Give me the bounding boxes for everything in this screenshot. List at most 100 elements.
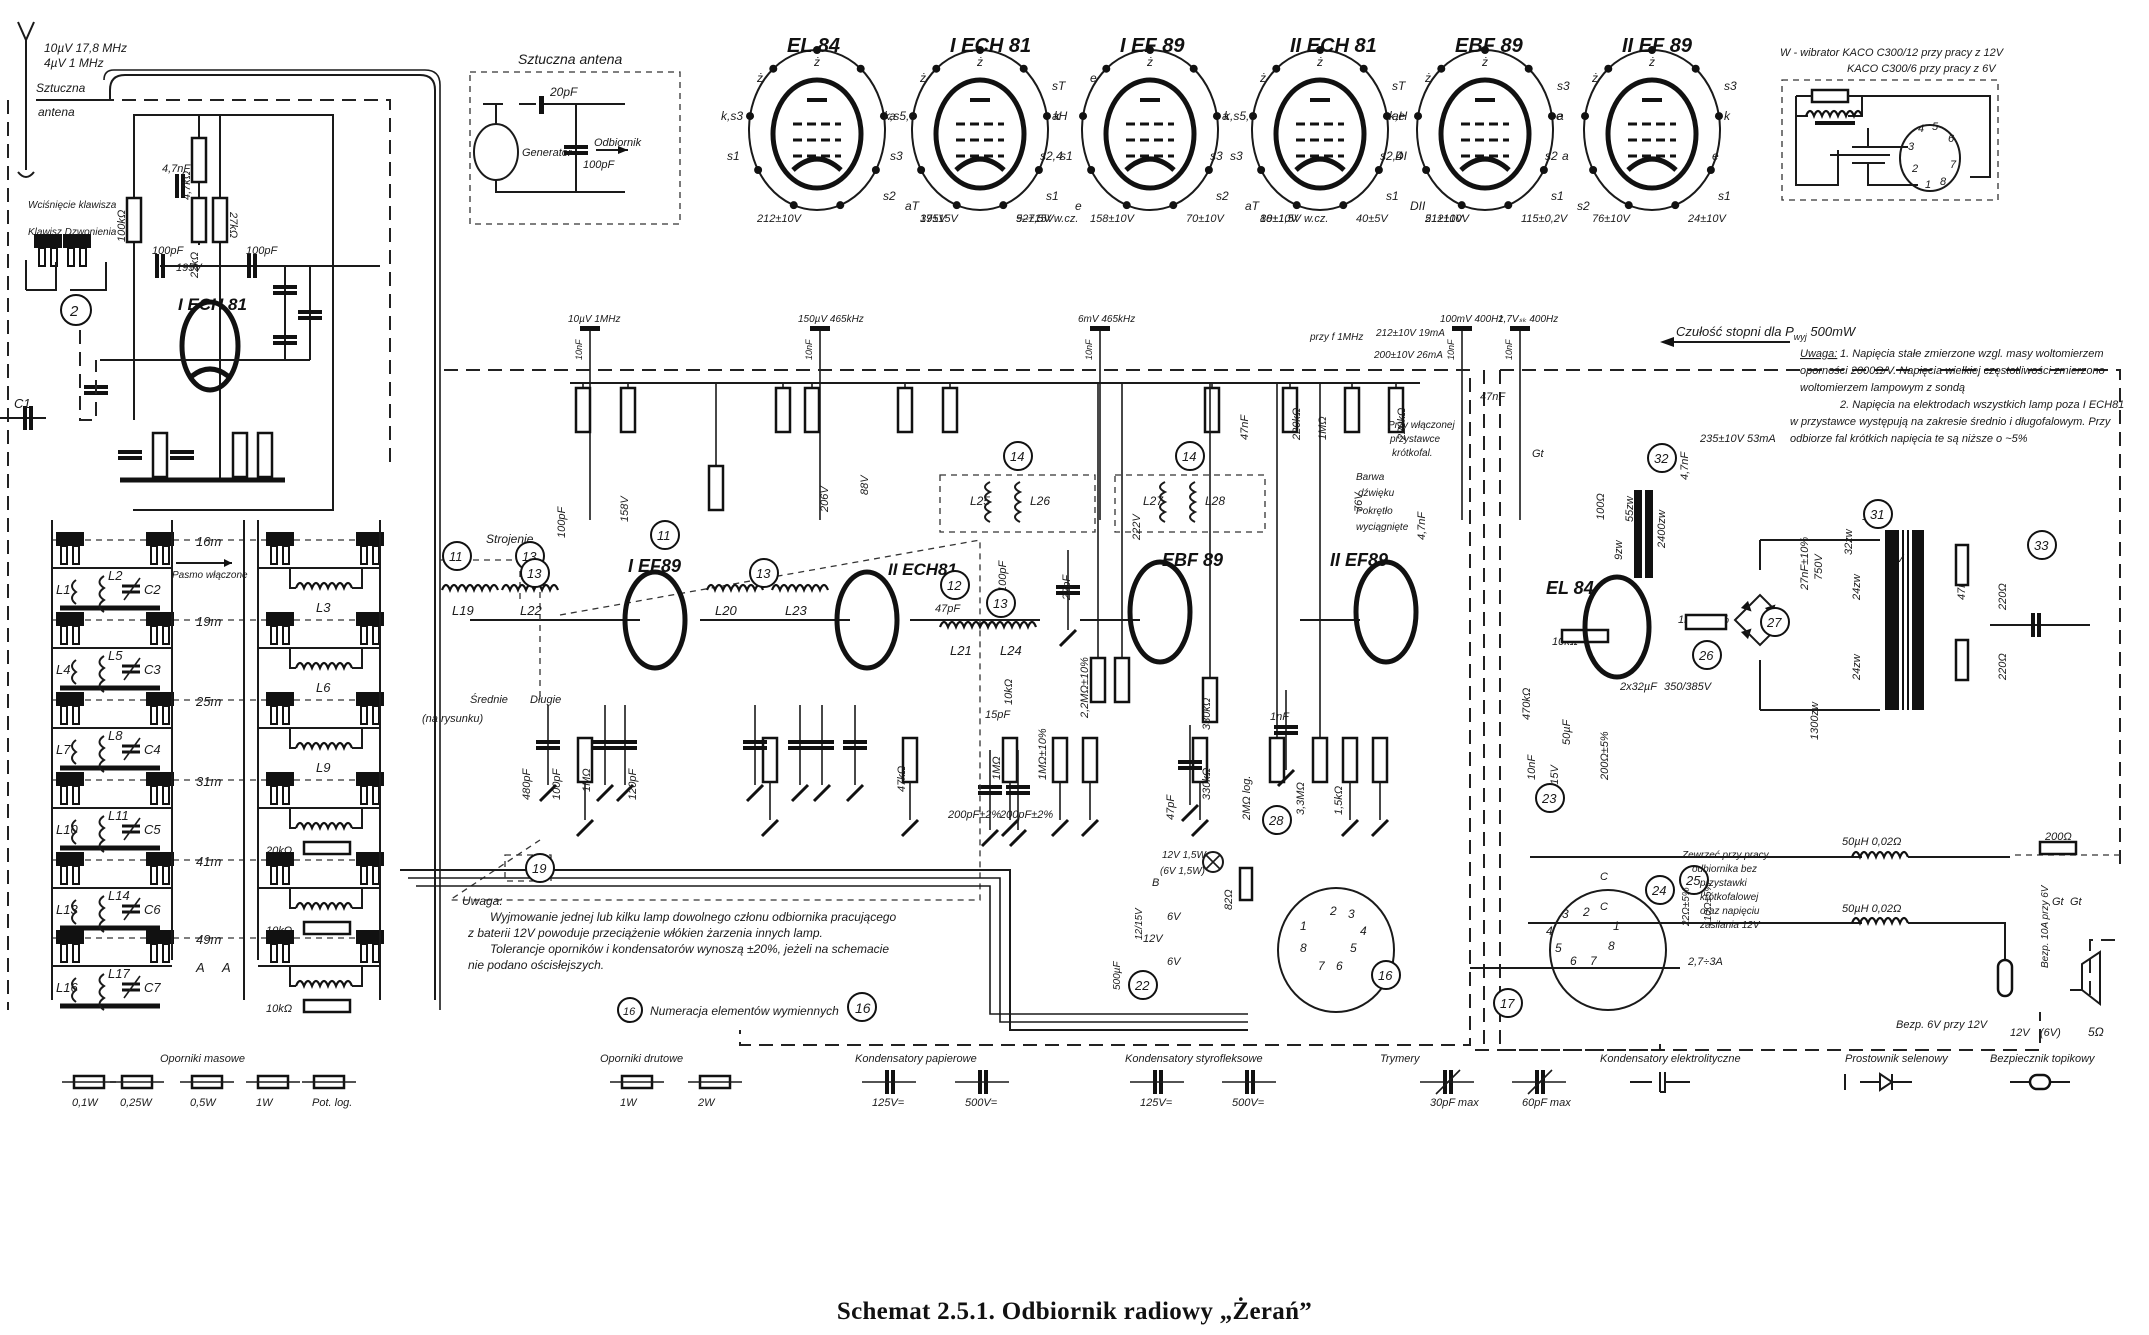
resistor (1203, 386, 1221, 434)
pin-dot (1079, 112, 1088, 121)
antenna-symbol (17, 21, 35, 178)
wire (289, 888, 363, 909)
badge-2-text: 2 (69, 303, 79, 320)
coil-label: L23 (785, 603, 807, 618)
coil-label: L26 (1030, 494, 1050, 508)
pin-label: s1 (1046, 189, 1059, 203)
band-label: 16m (196, 534, 221, 549)
pin-label: s2 (1216, 189, 1229, 203)
part-badge (520, 558, 550, 588)
output-value-label: 350/385V (1664, 681, 1713, 693)
tube-pinout-title: II ECH 81 (1290, 35, 1377, 57)
pin-dot (1249, 112, 1258, 121)
note-mid-line: z baterii 12V powoduje przeciążenie włók… (467, 926, 823, 940)
output-value-label: 200Ω (2044, 831, 2072, 843)
artificial-antenna-box (469, 71, 681, 225)
pin-dot (952, 201, 961, 210)
legend-fuse-icon (2028, 1073, 2052, 1091)
probe-label: 6mV 465kHz (1078, 314, 1135, 325)
c-term-1: C (1600, 871, 1608, 883)
probe-cap-label: 10nF (1084, 339, 1094, 360)
figure-caption: Schemat 2.5.1. Odbiornik radiowy „Żerań… (836, 1298, 1313, 1325)
pin-label: s2 (1545, 149, 1558, 163)
coil-icon (294, 979, 354, 988)
resistor (707, 464, 725, 512)
vibrator-pin: 4 (1918, 123, 1924, 135)
switch-contact (265, 531, 295, 565)
band-long-label: Długie (530, 694, 561, 706)
if-coil (1189, 481, 1198, 523)
vibrator-pin: 7 (1950, 159, 1957, 171)
coil-icon (98, 735, 106, 773)
pin-dot (999, 201, 1008, 210)
choke-label-1: 50µH 0,02Ω (1842, 836, 1901, 848)
connector-pin: 4 (1360, 924, 1367, 938)
pin-dot (1087, 166, 1096, 174)
vibrator-pin: 2 (1911, 163, 1918, 175)
pin-label: s3 (1210, 149, 1223, 163)
resistor (761, 736, 779, 784)
pin-dot (1457, 201, 1466, 210)
pin-label: ż (1648, 55, 1655, 69)
resistor (941, 386, 959, 434)
part-badge-number: 17 (1500, 996, 1515, 1011)
output-value-label: 2x32µF (1619, 681, 1658, 693)
output-value-label: 470kΩ (1521, 688, 1533, 720)
pin-voltage: 88±10V (1260, 213, 1300, 225)
tube-pinout-title: II EF 89 (1622, 35, 1693, 57)
note-right: Uwaga: 1. Napięcia stałe zmierzone wzgl.… (1790, 348, 2124, 445)
pin-label: a (1222, 109, 1229, 123)
part-label: 4,7kΩ (181, 171, 193, 200)
antenna-signal-1: 10µV 17,8 MHz (44, 41, 127, 55)
wire (289, 728, 363, 749)
pin-label: e (1090, 71, 1097, 85)
coil-icon (294, 901, 354, 910)
cap-series-label: 20pF (549, 85, 578, 99)
generator-label: Generator (522, 147, 573, 159)
sensitivity-tail: 500mW (1807, 324, 1857, 339)
value-label: 200pF±2% (947, 809, 1001, 821)
value-label: 10kΩ (1003, 679, 1015, 705)
legend-item-label: 1W (256, 1097, 274, 1109)
part-badge (1760, 607, 1790, 637)
legend-group-title: Kondensatory papierowe (855, 1053, 977, 1065)
output-value-label: 10nF (1526, 754, 1538, 780)
value-label: 1MΩ (991, 756, 1003, 780)
value-label: 47kΩ (896, 766, 908, 792)
coil-icon (71, 659, 78, 685)
cap-shunt-label: 100pF (583, 159, 615, 171)
legend-group-title: Oporniki drutowe (600, 1053, 683, 1065)
ground-icon (1080, 818, 1100, 838)
cap-label: C7 (144, 980, 161, 995)
pin-dot (1204, 166, 1213, 174)
coil-icon (294, 821, 354, 830)
switch-contact (55, 611, 85, 645)
legend-selenium-icon (1860, 1072, 1912, 1092)
coil-icon (71, 819, 78, 845)
pin-dot (1272, 64, 1281, 73)
battery-cap-label: 12/15V (1134, 907, 1145, 940)
pin-dot (1437, 64, 1446, 73)
pin-dot (1648, 46, 1656, 54)
legend-item-label: 0,1W (72, 1097, 99, 1109)
pin-dot (1339, 201, 1348, 210)
cathode-heater (1124, 156, 1176, 172)
ground-icon (812, 783, 832, 803)
pin-label: ż (976, 55, 983, 69)
pin-dot (813, 46, 821, 54)
part-badge-number: 13 (527, 566, 542, 581)
pin-label: s3 (890, 149, 903, 163)
cathode-heater (1626, 156, 1678, 172)
part-label: 4,7nF (162, 163, 191, 175)
switch-label-1: Wciśnięcie klawisza (28, 200, 117, 211)
coil-label: L5 (108, 648, 123, 663)
output-value-label: 2400zw (1656, 509, 1668, 549)
coil-label: L4 (56, 662, 70, 677)
band-switch-link (447, 539, 981, 901)
pin-dot (1671, 201, 1680, 210)
pin-label: DII (1410, 199, 1426, 213)
legend-item-label: 125V= (1140, 1097, 1173, 1109)
